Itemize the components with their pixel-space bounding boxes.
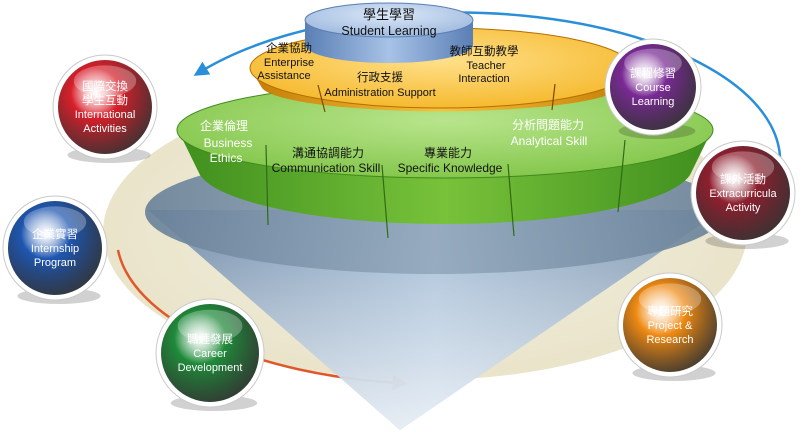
mid-label-2-zh: 專業能力 <box>424 146 472 160</box>
orbit-node-sphere <box>623 278 717 372</box>
orbit-node-sphere <box>696 146 790 240</box>
top-label-0-zh: 企業協助 <box>266 41 312 55</box>
orbit-node-label: 企業實習 <box>32 227 78 241</box>
orbit-node-gloss <box>624 48 682 78</box>
orbit-node-label: 專題研究 <box>647 304 693 318</box>
orbit-node-label: Career <box>193 348 227 360</box>
orbit-node-label: International <box>75 109 136 121</box>
orbit-node-label: Activity <box>726 202 761 214</box>
mid-label-0-en-0: Business <box>204 136 253 150</box>
center-puck-top <box>304 2 474 38</box>
orbit-node-5: 專題研究 Project & Research <box>617 272 723 381</box>
orbit-node-gloss <box>638 283 702 315</box>
orbit-node-label: Development <box>178 362 243 374</box>
middle-tier <box>176 81 714 239</box>
orbit-node-label: 學生互動 <box>82 93 128 107</box>
middle-tier-dividers <box>265 139 626 239</box>
orbit-node-label: Course <box>635 82 670 94</box>
top-label-0-en-1: Assistance <box>257 70 310 82</box>
orbit-node-label: 國際交換 <box>82 79 128 93</box>
orbit-node-label: 課外活動 <box>720 172 766 186</box>
center-label-en: Student Learning <box>341 24 436 38</box>
top-label-1-zh: 行政支援 <box>357 70 403 84</box>
orbit-node-sphere <box>610 44 696 130</box>
middle-tier-labels: 企業倫理 Business Ethics 溝通協調能力 Communicatio… <box>200 118 587 175</box>
mid-label-0-zh: 企業倫理 <box>200 118 248 133</box>
top-label-0-en-0: Enterprise <box>264 57 314 69</box>
orbit-node-gloss <box>711 151 775 183</box>
mid-label-2-en-0: Specific Knowledge <box>398 161 503 175</box>
orbit-node-label: 課程修習 <box>630 66 676 80</box>
orbit-node-sphere <box>161 304 259 402</box>
orbit-node-label: Program <box>34 257 76 269</box>
center-label-zh: 學生學習 <box>363 8 415 23</box>
top-label-2-en-1: Interaction <box>458 73 509 85</box>
orbit-node-gloss <box>23 206 87 238</box>
orbit-node-sphere <box>8 201 102 295</box>
top-label-2-en-0: Teacher <box>466 60 505 72</box>
orbit-node-label: Research <box>646 334 693 346</box>
orbit-node-label: Activities <box>83 123 127 135</box>
mid-label-1-zh: 溝通協調能力 <box>292 145 364 160</box>
mid-label-0-en-1: Ethics <box>210 151 243 165</box>
orbit-node-gloss <box>73 65 137 97</box>
top-label-2-zh: 教師互動教學 <box>450 44 519 58</box>
mid-label-3-en-0: Analytical Skill <box>511 134 588 148</box>
orbit-node-gloss <box>177 309 243 343</box>
top-tier-dividers <box>317 83 556 113</box>
mid-label-1-en-0: Communication Skill <box>272 161 381 175</box>
top-label-1-en-0: Administration Support <box>324 87 435 99</box>
orbit-node-label: Project & <box>648 320 693 332</box>
mid-label-3-zh: 分析問題能力 <box>512 118 584 132</box>
orbit-node-sphere <box>58 60 152 154</box>
top-tier-labels: 企業協助 Enterprise Assistance 行政支援 Administ… <box>257 41 518 99</box>
orbit-node-label: Extracurricula <box>709 188 777 200</box>
orbit-node-label: Learning <box>632 96 675 108</box>
orbit-node-label: Internship <box>31 243 79 255</box>
orbit-node-label: 職涯發展 <box>187 332 233 346</box>
center-puck <box>304 2 474 63</box>
